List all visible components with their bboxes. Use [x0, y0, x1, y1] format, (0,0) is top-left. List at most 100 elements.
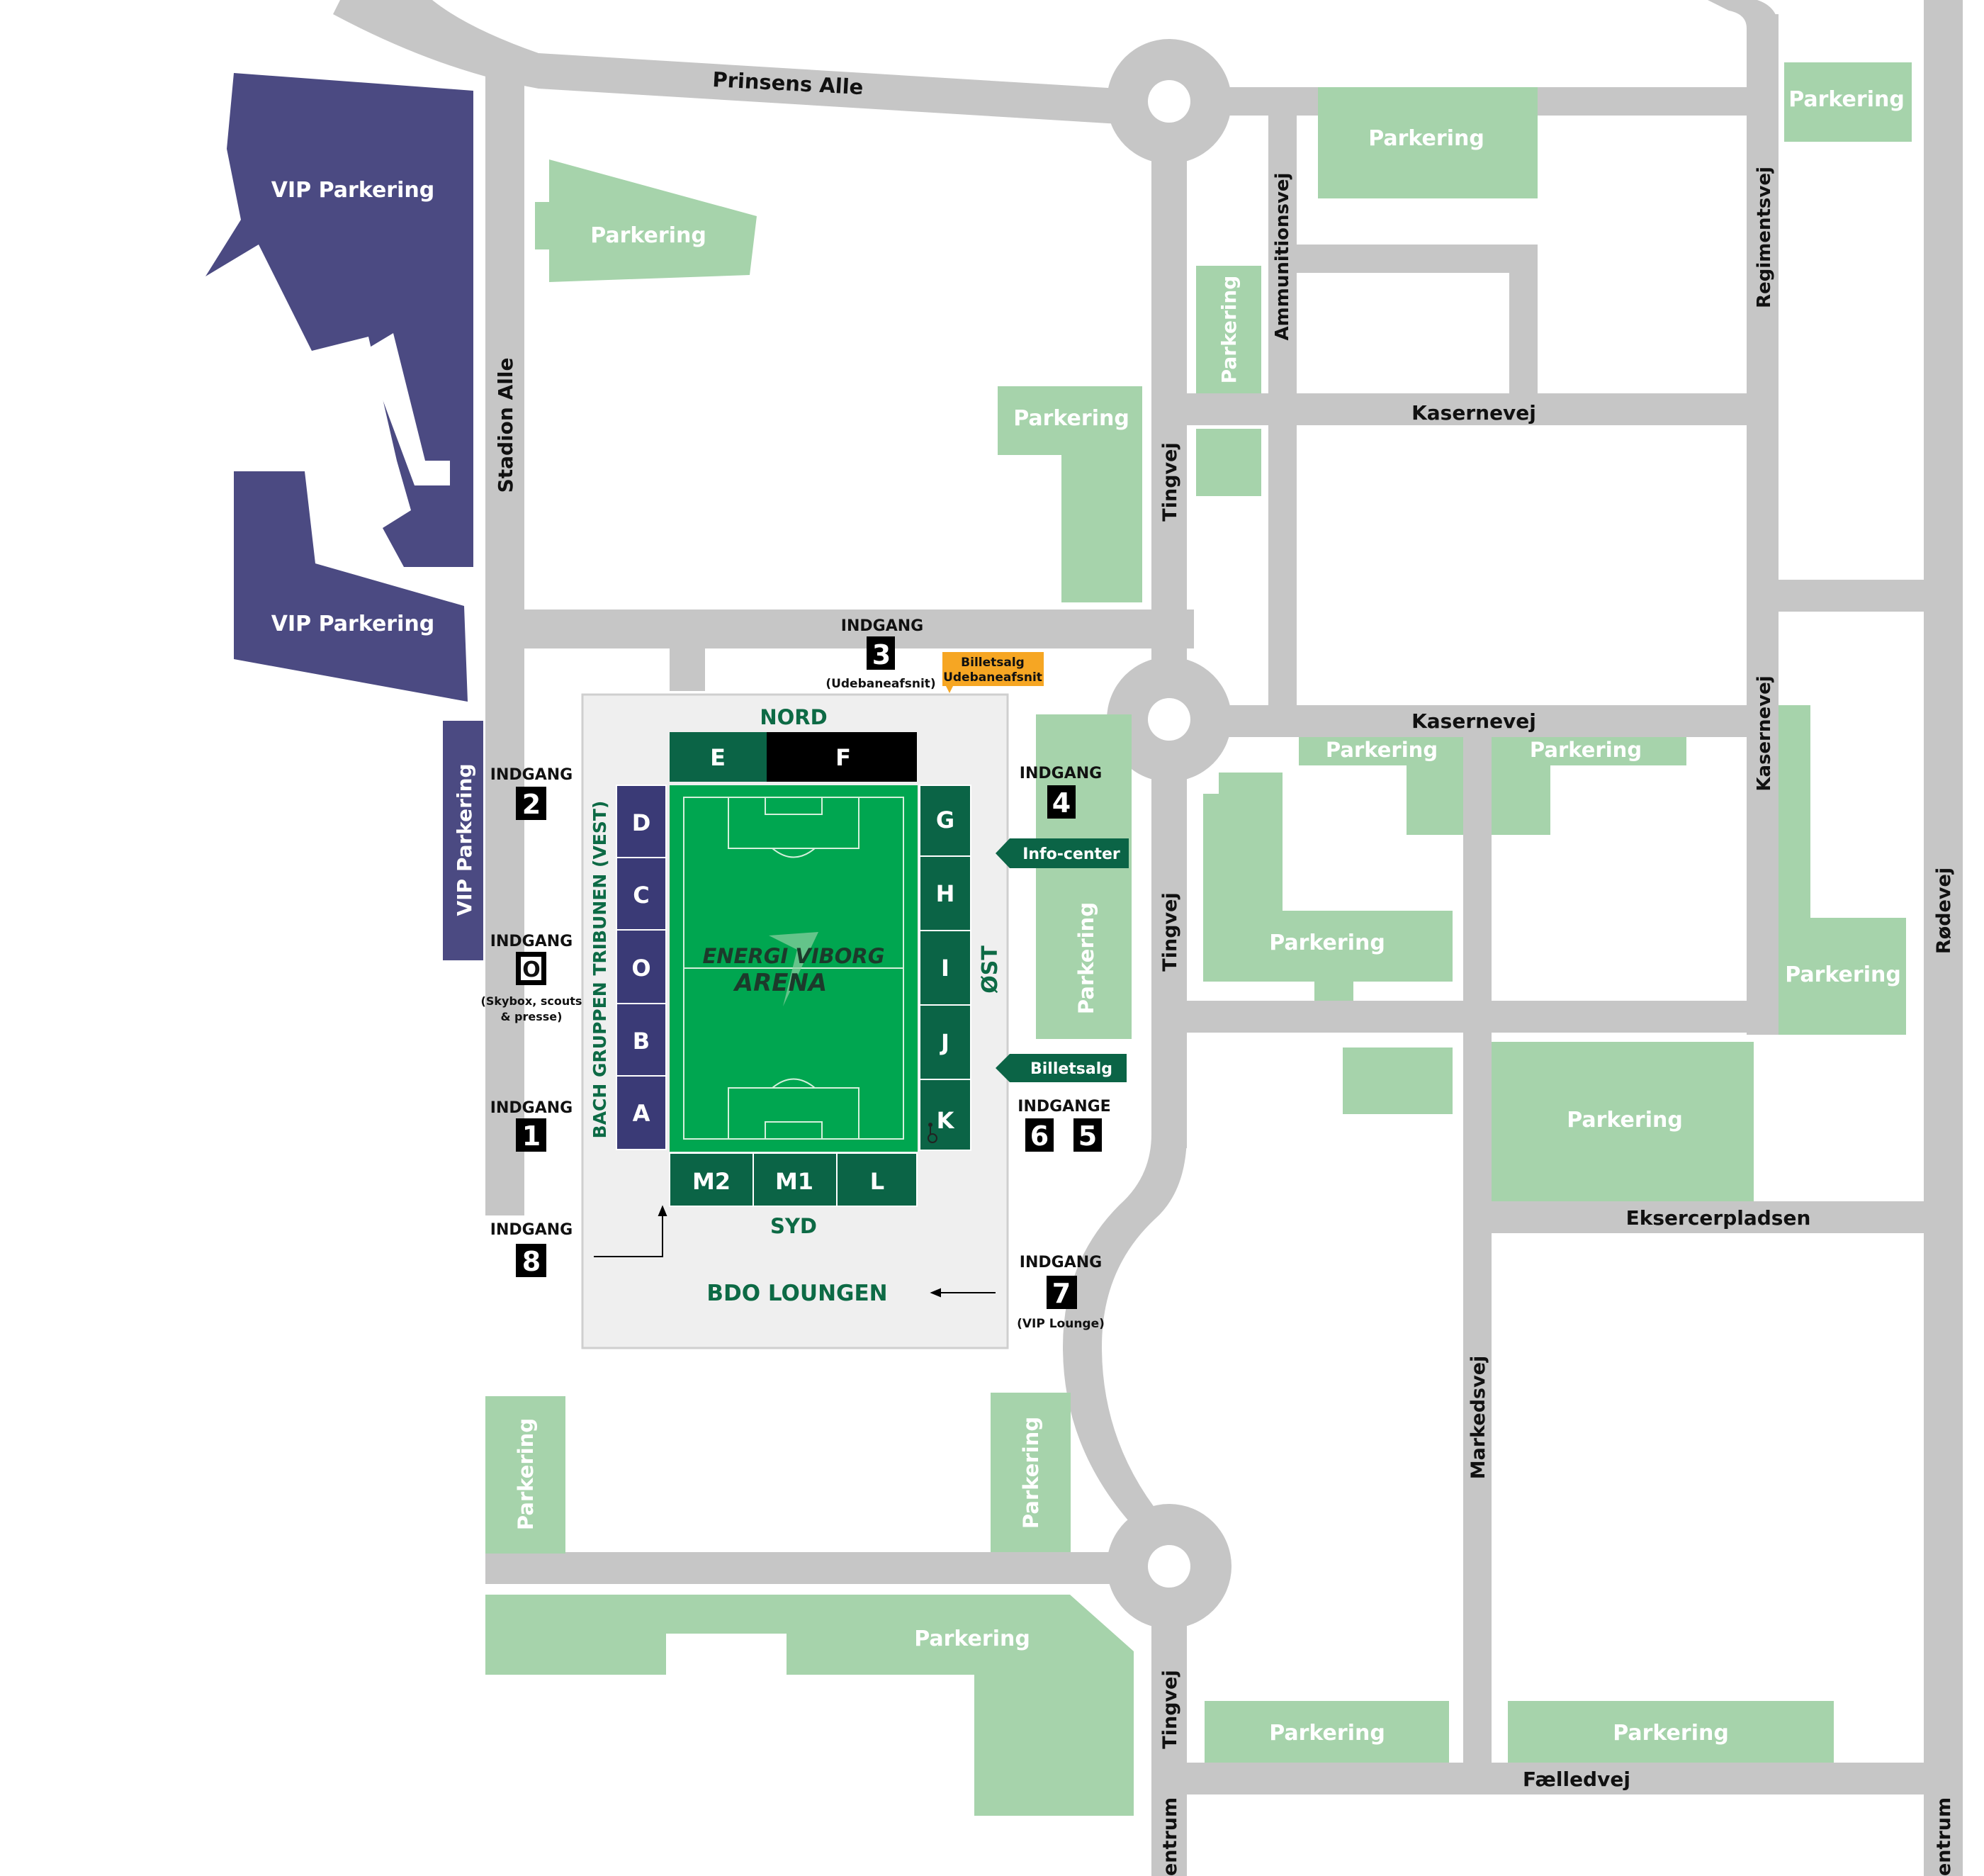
entrance-8-box[interactable]: [516, 1244, 546, 1277]
road-east-connector: [1779, 580, 1924, 612]
entrance-4-title: INDGANG: [1020, 765, 1102, 782]
parking-label-far-east: Parkering: [1785, 962, 1901, 987]
entrance-0-note-1: (Skybox, scouts: [481, 994, 582, 1008]
entrance-1-number: 1: [522, 1120, 541, 1152]
parking-block-far-east: [1779, 705, 1906, 1035]
stadium-labels: NORD SYD ØST BACH GRUPPEN TRIBUNEN (VEST…: [590, 705, 1003, 1306]
stand-d[interactable]: [616, 785, 667, 858]
road-regimentsvej-top: [1708, 0, 1779, 28]
entrance-7-note: (VIP Lounge): [1017, 1317, 1105, 1331]
info-center-sign[interactable]: [996, 838, 1129, 868]
road-rodevej: [1924, 0, 1963, 1876]
info-center-label: Info-center: [1022, 846, 1120, 863]
roundabout-middle-island: [1148, 698, 1190, 741]
parking-block-east-center: [1203, 773, 1453, 1001]
billetsalg-udebane-line1: Billetsalg: [961, 656, 1025, 670]
stand-c[interactable]: [616, 857, 667, 931]
parking-block-eks-1: [1343, 1047, 1453, 1114]
road-tingvej-north: [1151, 99, 1187, 1148]
stand-f-label: F: [835, 744, 851, 771]
entrance-0-number: O: [522, 957, 541, 982]
entrance-1-title: INDGANG: [490, 1099, 573, 1117]
stand-e-label: E: [710, 744, 726, 771]
entrance-3-number: 3: [872, 639, 891, 670]
parking-label-tingvej-west: Parkering: [1013, 406, 1129, 431]
entrance-6-number: 6: [1030, 1120, 1049, 1152]
stand-b[interactable]: [616, 1003, 667, 1077]
wheelchair-icon: [928, 1123, 937, 1143]
entrance-4-box[interactable]: [1047, 785, 1076, 819]
parking-block-faelled-1: [1205, 1701, 1449, 1763]
road-tingvej-curve: [1063, 1134, 1187, 1876]
vip-parking-label-2: VIP Parkering: [271, 612, 434, 636]
entrance-7-title: INDGANG: [1020, 1254, 1102, 1271]
road-stub-north: [670, 648, 705, 691]
stand-j-label: J: [940, 1029, 949, 1056]
stand-k-label: K: [937, 1107, 955, 1134]
vip-parking-label-3: VIP Parkering: [453, 763, 476, 916]
parking-label-eks: Parkering: [1567, 1108, 1683, 1133]
entrance-5-number: 5: [1078, 1120, 1097, 1152]
parking-label-kasernevej-1: Parkering: [1326, 738, 1438, 762]
parking-block-tingvej-west: [998, 386, 1142, 602]
parking-label-east-vertical: Parkering: [1074, 902, 1098, 1014]
street-centrum-1: entrum: [1159, 1797, 1181, 1876]
road-regimentsvej: [1747, 14, 1779, 1035]
stand-h-label: H: [936, 880, 955, 907]
entrance-3-box[interactable]: [867, 636, 895, 670]
lounge-arrows: [594, 1205, 996, 1298]
street-rodevej: Rødevej: [1933, 867, 1955, 954]
entrance-6-box[interactable]: [1025, 1118, 1054, 1152]
entrance-0-title: INDGANG: [490, 933, 573, 950]
parking-block-ne2: [1784, 62, 1912, 142]
stand-a[interactable]: [616, 1075, 667, 1150]
billetsalg-label: Billetsalg: [1030, 1060, 1112, 1078]
entrance-8-number: 8: [522, 1246, 541, 1277]
entrance-2-number: 2: [522, 789, 541, 820]
street-kasernevej-lower: Kasernevej: [1411, 709, 1536, 733]
road-loop-top: [1297, 245, 1538, 273]
entrance-5-box[interactable]: [1073, 1118, 1102, 1152]
entrance-8-title: INDGANG: [490, 1221, 573, 1239]
stand-m2[interactable]: [669, 1152, 754, 1207]
billetsalg-udebane-line2: Udebaneafsnit: [943, 670, 1042, 685]
street-centrum-2: entrum: [1933, 1797, 1955, 1876]
street-markedsvej: Markedsvej: [1467, 1356, 1489, 1480]
parking-labels: VIP Parkering VIP Parkering VIP Parkerin…: [271, 87, 1905, 1746]
vip-parking-notch: [312, 333, 450, 485]
stand-b-label: B: [633, 1028, 650, 1055]
stand-m1-label: M1: [775, 1168, 813, 1195]
billetsalg-sign[interactable]: [996, 1054, 1127, 1082]
parking-block-south-mid: [991, 1393, 1071, 1552]
parking-block-kasernevej-2: [1492, 737, 1686, 835]
road-kasernevej-lower: [1183, 705, 1771, 737]
road-faelledvej: [1169, 1763, 1924, 1794]
stand-h[interactable]: [919, 855, 971, 931]
stadium: [581, 693, 1009, 1349]
road-north-of-stadium: [485, 610, 1194, 648]
stand-m1[interactable]: [753, 1152, 838, 1207]
billetsalg-udebane-sign[interactable]: [942, 652, 1044, 686]
parking-label-ammu-1: Parkering: [1217, 276, 1241, 384]
entrance-2-box[interactable]: [516, 787, 546, 820]
parking-label-kasernevej-2: Parkering: [1530, 738, 1642, 762]
label-ost: ØST: [978, 945, 1003, 994]
entrance-1-box[interactable]: [516, 1118, 546, 1152]
street-ammunitionsvej: Ammunitionsvej: [1272, 173, 1293, 341]
street-tingvej-1: Tingvej: [1159, 442, 1181, 521]
stand-l[interactable]: [836, 1152, 918, 1207]
parking-block-eks-2: [1492, 1042, 1754, 1201]
label-nord: NORD: [760, 705, 827, 729]
stand-e[interactable]: [670, 732, 767, 782]
stand-a-label: A: [633, 1100, 650, 1127]
entrance-labels: INDGANG 3 (Udebaneafsnit) INDGANG 2 INDG…: [481, 617, 1111, 1331]
stand-i[interactable]: [919, 930, 971, 1006]
stand-f[interactable]: [767, 732, 917, 782]
street-tingvej-2: Tingvej: [1159, 892, 1181, 971]
street-kasernevej-upper: Kasernevej: [1411, 401, 1536, 425]
parking-block-south-west: [485, 1396, 565, 1554]
label-vest: BACH GRUPPEN TRIBUNEN (VEST): [590, 801, 610, 1139]
entrance-7-box[interactable]: [1047, 1276, 1077, 1309]
stand-g[interactable]: [919, 785, 971, 857]
